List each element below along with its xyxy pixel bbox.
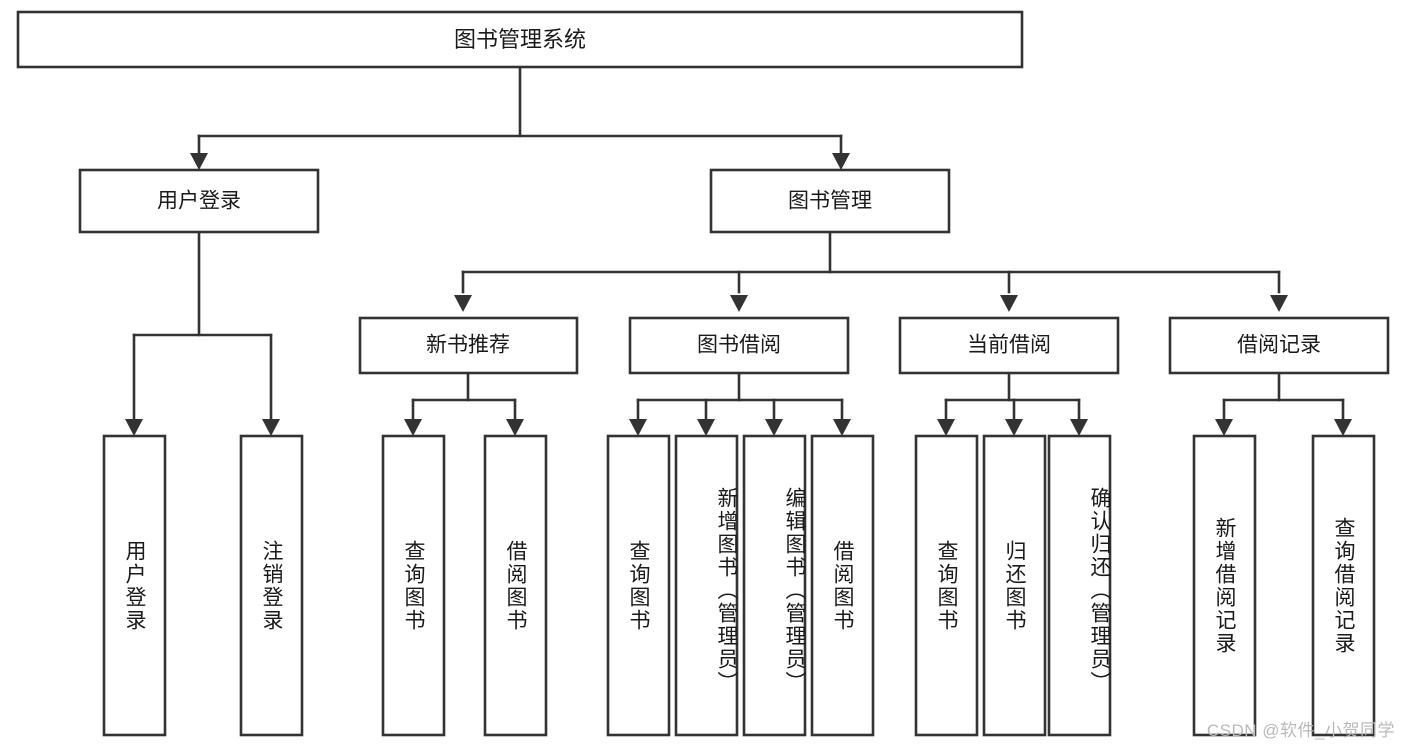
node-user-login[interactable]: 用户登录 [78, 168, 320, 234]
leaf-box-book-borrow-0[interactable] [606, 434, 671, 737]
connector-newbook-to-leaves [404, 371, 524, 436]
watermark: CSDN @软件_小贺同学 [1206, 721, 1395, 740]
connector-root-to-level1 [190, 65, 850, 170]
leaf-box-user-login-0[interactable] [102, 434, 167, 737]
node-current-borrow[interactable]: 当前借阅 [898, 316, 1120, 375]
connector-bookborrow-to-leaves [629, 371, 851, 436]
node-borrow-record-label: 借阅记录 [1237, 334, 1321, 357]
leaf-box-current-borrow-1[interactable] [982, 434, 1047, 737]
node-book-management-label: 图书管理 [788, 190, 872, 213]
leaf-box-new-book-0[interactable] [381, 434, 446, 737]
node-current-borrow-label: 当前借阅 [967, 334, 1051, 357]
leaf-box-book-borrow-3[interactable] [810, 434, 875, 737]
node-book-management[interactable]: 图书管理 [709, 168, 951, 234]
connector-bookmgmt-to-level2 [454, 230, 1288, 312]
connector-currentborrow-to-leaves [937, 371, 1088, 436]
node-user-login-label: 用户登录 [157, 190, 241, 213]
leaf-box-book-borrow-1[interactable] [674, 434, 739, 737]
node-book-borrow-label: 图书借阅 [697, 334, 781, 357]
leaf-box-borrow-record-0[interactable] [1192, 434, 1257, 737]
leaf-box-current-borrow-2[interactable] [1047, 434, 1112, 737]
node-new-book-recommend-label: 新书推荐 [426, 334, 510, 357]
connector-borrowrecord-to-leaves [1215, 371, 1352, 436]
connector-userlogin-to-leaves [125, 230, 280, 436]
leaf-box-current-borrow-0[interactable] [914, 434, 979, 737]
node-root-label: 图书管理系统 [454, 27, 586, 52]
node-book-borrow[interactable]: 图书借阅 [628, 316, 850, 375]
leaf-box-new-book-1[interactable] [483, 434, 548, 737]
leaf-box-borrow-record-1[interactable] [1311, 434, 1376, 737]
leaf-box-book-borrow-2[interactable] [742, 434, 807, 737]
node-borrow-record[interactable]: 借阅记录 [1168, 316, 1390, 375]
node-new-book-recommend[interactable]: 新书推荐 [358, 316, 579, 375]
node-root[interactable]: 图书管理系统 [16, 10, 1024, 69]
leaf-box-user-login-1[interactable] [239, 434, 304, 737]
